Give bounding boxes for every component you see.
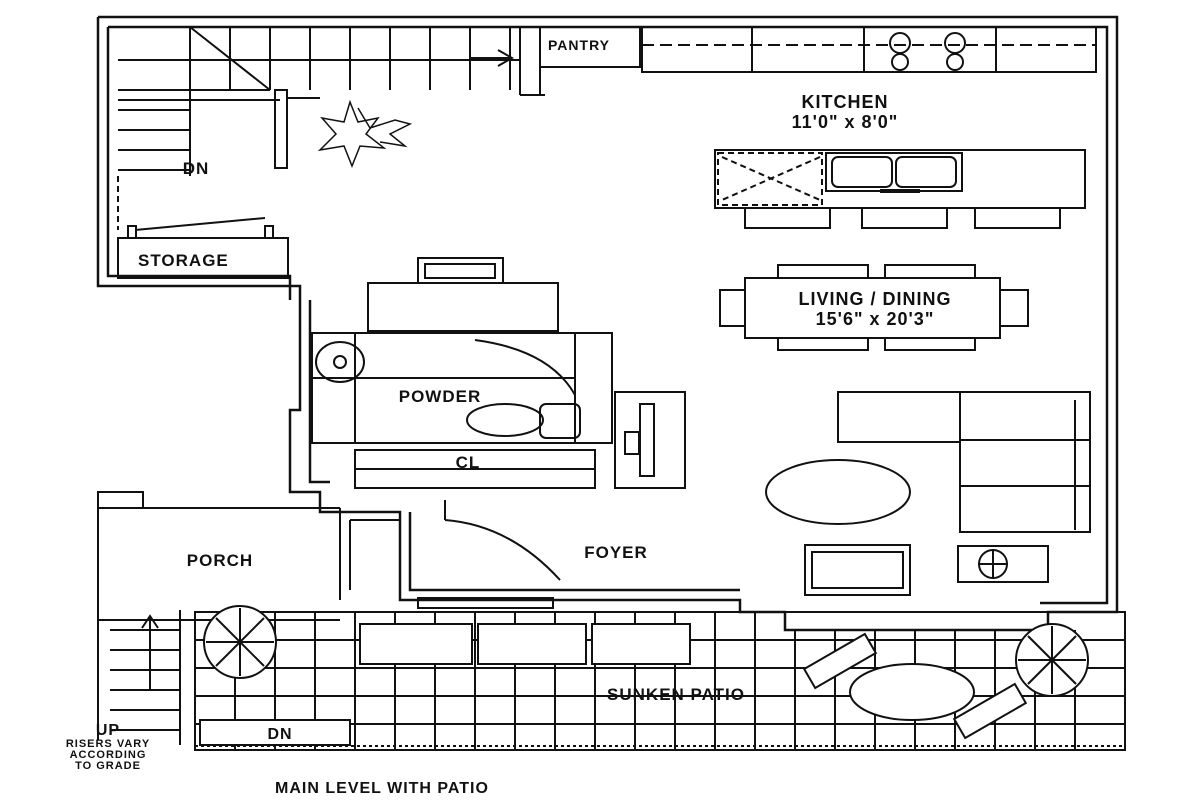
patio-table — [802, 632, 1028, 740]
shrub-icon — [203, 605, 1089, 697]
main-stair — [117, 26, 520, 230]
living-furniture — [614, 391, 1091, 596]
label-stair-up: UP — [96, 722, 120, 739]
label-risers-line3: TO GRADE — [75, 760, 141, 772]
label-patio-down: DN — [267, 726, 292, 743]
label-stair-down: DN — [183, 159, 210, 178]
label-risers-line2: ACCORDING — [70, 749, 147, 761]
sunken-patio — [194, 611, 1126, 751]
label-foyer: FOYER — [584, 543, 648, 562]
powder-room — [311, 257, 613, 489]
label-risers-line1: RISERS VARY — [66, 738, 150, 750]
label-kitchen-dims: 11'0" x 8'0" — [792, 112, 899, 132]
label-living-dining-dims: 15'6" x 20'3" — [816, 309, 935, 329]
label-closet: CL — [456, 453, 481, 472]
label-kitchen: KITCHEN — [802, 92, 889, 112]
kitchen-island — [714, 149, 1086, 229]
label-porch: PORCH — [187, 551, 253, 570]
porch-stairs — [110, 610, 181, 745]
label-powder: POWDER — [399, 387, 482, 406]
storage-closet — [117, 217, 289, 279]
label-sunken-patio: SUNKEN PATIO — [607, 685, 745, 704]
label-living-dining: LIVING / DINING — [798, 289, 951, 309]
dining-table — [719, 264, 1029, 351]
label-storage: STORAGE — [138, 251, 229, 270]
label-pantry: PANTRY — [548, 37, 610, 53]
kitchen-counters — [641, 26, 1097, 73]
plan-title: MAIN LEVEL WITH PATIO — [275, 780, 489, 797]
foyer-door — [349, 500, 561, 609]
exterior-walls — [96, 15, 1119, 632]
plant-icon — [317, 99, 413, 169]
